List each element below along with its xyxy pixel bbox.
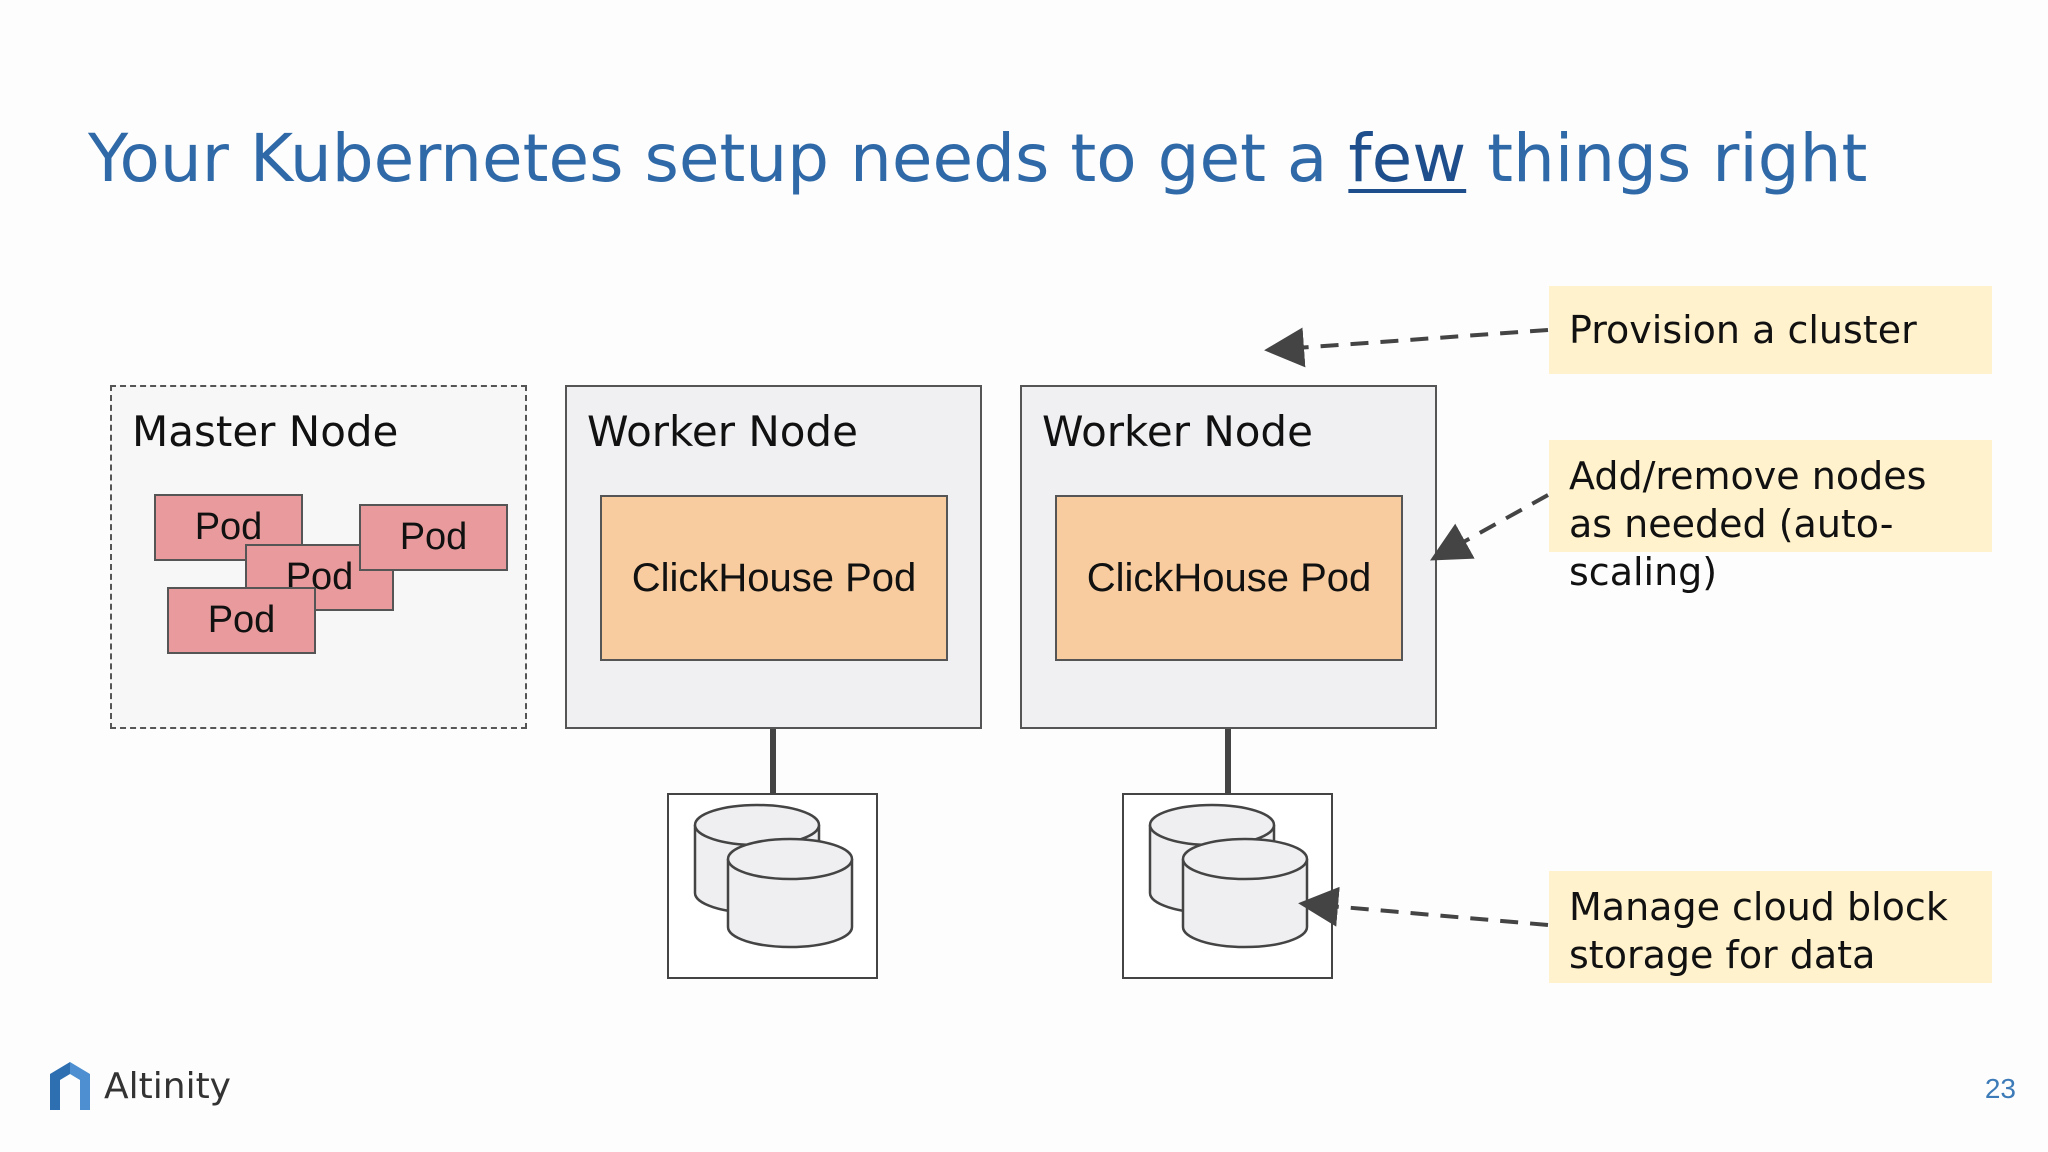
worker-node-1-label: Worker Node bbox=[587, 407, 858, 456]
altinity-logo-icon bbox=[50, 1062, 90, 1110]
title-part-before: Your Kubernetes setup needs to get a bbox=[88, 120, 1349, 197]
worker-node-2: Worker Node ClickHouse Pod bbox=[1020, 385, 1437, 729]
callout-provision: Provision a cluster bbox=[1549, 286, 1992, 374]
arrow-autoscale bbox=[1430, 493, 1549, 561]
master-node-label: Master Node bbox=[132, 407, 399, 456]
title-emphasis: few bbox=[1348, 120, 1467, 197]
worker-node-2-label: Worker Node bbox=[1042, 407, 1313, 456]
page-number: 23 bbox=[1984, 1073, 2016, 1104]
master-pod-3: Pod bbox=[359, 504, 508, 571]
connector-line-1 bbox=[770, 729, 776, 795]
worker-node-1: Worker Node ClickHouse Pod bbox=[565, 385, 982, 729]
master-pod-4: Pod bbox=[167, 587, 316, 654]
altinity-logo: Altinity bbox=[48, 1060, 231, 1112]
disk-stack-icon bbox=[1148, 803, 1309, 949]
title-part-after: things right bbox=[1466, 120, 1868, 197]
clickhouse-pod-2: ClickHouse Pod bbox=[1055, 495, 1403, 661]
callout-storage: Manage cloud block storage for data bbox=[1549, 871, 1992, 983]
arrow-provision bbox=[1264, 327, 1549, 368]
storage-volume-1 bbox=[667, 793, 878, 979]
clickhouse-pod-1: ClickHouse Pod bbox=[600, 495, 948, 661]
master-pod-1: Pod bbox=[154, 494, 303, 561]
connector-line-2 bbox=[1225, 729, 1231, 795]
arrow-storage bbox=[1298, 886, 1549, 927]
master-node: Master Node Pod Pod Pod Pod bbox=[110, 385, 527, 729]
slide-title: Your Kubernetes setup needs to get a few… bbox=[88, 120, 1867, 197]
callout-autoscale: Add/remove nodes as needed (auto-scaling… bbox=[1549, 440, 1992, 594]
disk-stack-icon bbox=[693, 803, 854, 949]
storage-volume-2 bbox=[1122, 793, 1333, 979]
logo-text: Altinity bbox=[104, 1065, 231, 1107]
